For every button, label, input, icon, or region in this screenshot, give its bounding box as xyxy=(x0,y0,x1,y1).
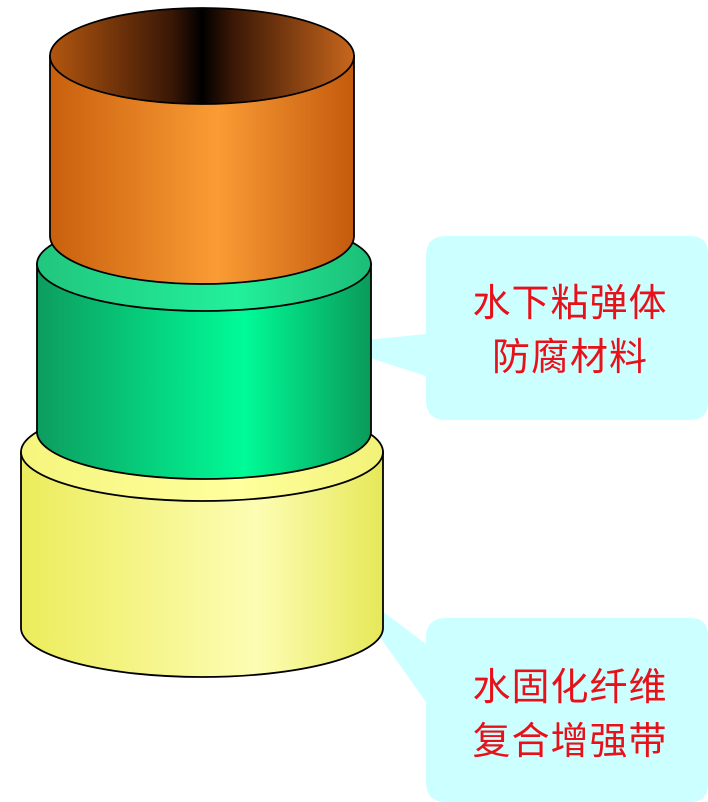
pipe xyxy=(49,7,355,285)
callout-label-fiber-band-line-1: 水固化纤维 xyxy=(472,665,668,709)
callout-label-fiber-band-line-2: 复合增强带 xyxy=(472,719,668,763)
callout-label-elastomer: 水下粘弹体 防腐材料 xyxy=(432,276,708,384)
callout-bubble-fiber-band xyxy=(338,578,708,802)
callout-label-elastomer-line-2: 防腐材料 xyxy=(491,335,648,379)
callout-bubble-elastomer xyxy=(326,236,708,420)
callout-label-elastomer-line-1: 水下粘弹体 xyxy=(472,281,668,325)
callout-label-fiber-band: 水固化纤维 复合增强带 xyxy=(432,660,708,768)
